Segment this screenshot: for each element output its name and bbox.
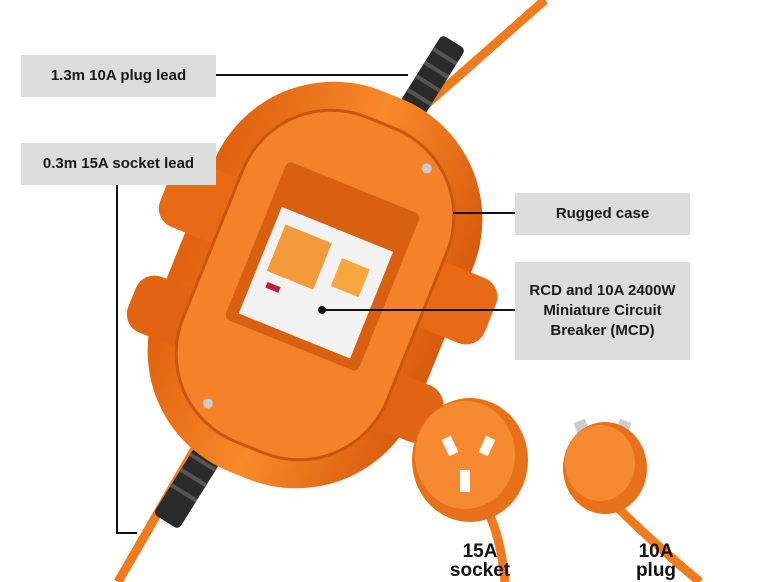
caption-socket-rating: 15A bbox=[462, 541, 498, 562]
label-rugged-case: Rugged case bbox=[515, 193, 690, 235]
caption-plug-type: plug bbox=[635, 560, 677, 581]
caption-socket-type: socket bbox=[449, 560, 511, 581]
caption-plug: 10A plug bbox=[606, 542, 706, 580]
caption-plug-rating: 10A bbox=[638, 541, 674, 562]
socket-illustration bbox=[412, 398, 528, 582]
rcd-case bbox=[126, 81, 498, 489]
plug-illustration bbox=[563, 418, 703, 582]
label-rcd-mcb: RCD and 10A 2400W Miniature Circuit Brea… bbox=[515, 262, 690, 360]
label-socket-lead: 0.3m 15A socket lead bbox=[21, 143, 216, 185]
caption-socket: 15A socket bbox=[430, 542, 530, 580]
leader-dot bbox=[318, 306, 326, 314]
leader-lines bbox=[116, 74, 515, 534]
label-plug-lead: 1.3m 10A plug lead bbox=[21, 55, 216, 97]
